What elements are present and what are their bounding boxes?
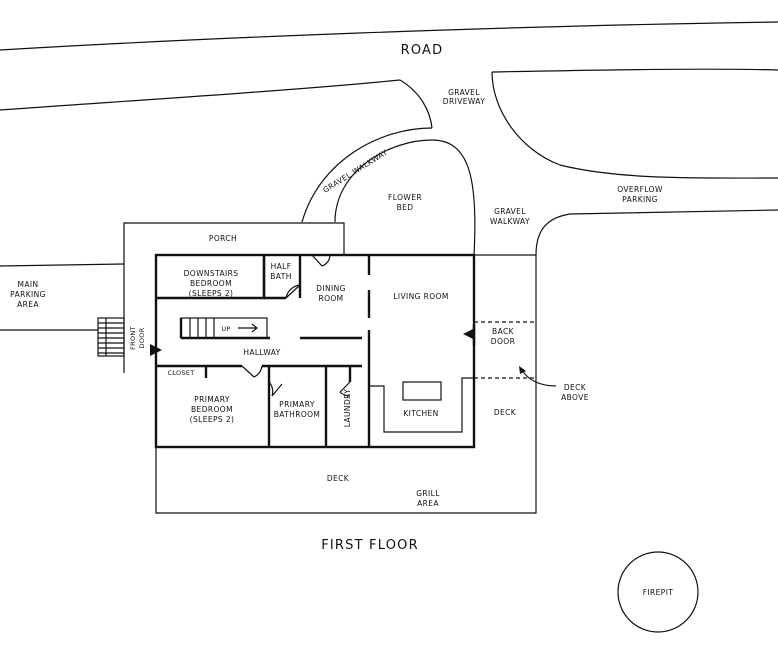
overflow-parking-label-2: PARKING [622, 195, 658, 204]
main-parking-label-1: MAIN [17, 280, 38, 289]
stairs [180, 317, 268, 339]
gravel-walkway-right-label-1: GRAVEL [494, 207, 526, 216]
front-steps [97, 317, 125, 357]
living-room-label: LIVING ROOM [393, 292, 448, 301]
flower-bed-label-2: BED [397, 203, 414, 212]
dining-room-label-1: DINING [316, 284, 346, 293]
deck-above-pointer-head [519, 366, 526, 374]
driveway-walkways [301, 71, 778, 256]
back-door-arrow [463, 328, 475, 340]
front-door-label-1: FRONT [129, 326, 137, 350]
hallway-label: HALLWAY [243, 348, 280, 357]
deck-above-label-2: ABOVE [561, 393, 589, 402]
back-door-label-1: BACK [492, 327, 515, 336]
main-parking-edges [0, 263, 125, 331]
stairs-up-label: UP [221, 325, 230, 333]
gravel-driveway-label-2: DRIVEWAY [443, 97, 485, 106]
road-edges [0, 21, 778, 129]
main-parking-label-2: PARKING [10, 290, 46, 299]
grill-area-label-2: AREA [417, 499, 439, 508]
downstairs-bedroom-label-1: DOWNSTAIRS [184, 269, 239, 278]
firepit-circle [617, 551, 699, 633]
half-bath-label-2: BATH [270, 272, 292, 281]
door-swings [150, 254, 475, 397]
half-bath-label-1: HALF [271, 262, 292, 271]
laundry-label: LAUNDRY [343, 389, 352, 427]
porch-outline [123, 222, 345, 373]
floor-title: FIRST FLOOR [321, 538, 419, 553]
primary-bedroom-label-2: BEDROOM [191, 405, 233, 414]
front-door-label-2: DOOR [138, 327, 146, 348]
downstairs-bedroom-label-3: (SLEEPS 2) [189, 289, 234, 298]
primary-bathroom-label-1: PRIMARY [279, 400, 315, 409]
flower-bed-label-1: FLOWER [388, 193, 422, 202]
deck-above-label-1: DECK [564, 383, 587, 392]
deck-above-pointer [521, 369, 557, 387]
main-parking-label-3: AREA [17, 300, 39, 309]
front-door-arrow [150, 344, 162, 356]
kitchen-island [402, 381, 442, 401]
deck-outline [155, 254, 537, 514]
deck-right-label: DECK [494, 408, 517, 417]
firepit-label: FIREPIT [643, 588, 674, 597]
kitchen-label: KITCHEN [403, 409, 438, 418]
closet-label: CLOSET [167, 369, 194, 377]
primary-bedroom-label-1: PRIMARY [194, 395, 230, 404]
grill-area-label-1: GRILL [416, 489, 440, 498]
kitchen-counters [369, 377, 474, 433]
overflow-parking-label-1: OVERFLOW [617, 185, 663, 194]
gravel-driveway-label-1: GRAVEL [448, 88, 480, 97]
gravel-walkway-right-label-2: WALKWAY [490, 217, 530, 226]
primary-bathroom-label-2: BATHROOM [274, 410, 321, 419]
downstairs-bedroom-label-2: BEDROOM [190, 279, 232, 288]
dining-room-label-2: ROOM [318, 294, 343, 303]
primary-bedroom-label-3: (SLEEPS 2) [190, 415, 235, 424]
deck-above-outline [474, 321, 536, 379]
deck-bottom-label: DECK [327, 474, 350, 483]
road-label: ROAD [401, 43, 444, 58]
porch-label: PORCH [209, 234, 237, 243]
back-door-label-2: DOOR [491, 337, 515, 346]
